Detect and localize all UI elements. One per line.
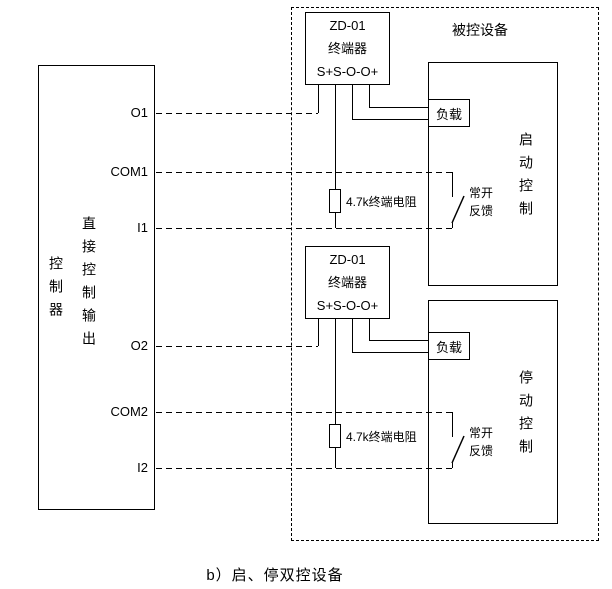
wire-o1: [156, 113, 318, 114]
feedback1-label-line2: 反馈: [469, 204, 494, 218]
wire-i1: [156, 228, 452, 229]
resistor-symbol-1: [329, 189, 341, 213]
controller-box: [38, 65, 155, 510]
terminal-label-o2: O2: [130, 338, 148, 353]
wire-sm1-lower: [335, 213, 336, 228]
wire-i2: [156, 468, 452, 469]
wire-load2-lower: [352, 352, 428, 353]
feedback1-label-line1: 常开: [469, 186, 494, 200]
wire-om2: [352, 319, 353, 352]
no-contact-blade-1: [451, 195, 465, 224]
no-contact-blade-2: [451, 435, 465, 464]
wire-sp1: [318, 85, 319, 113]
wire-load2-upper: [369, 340, 428, 341]
wire-com1: [156, 172, 452, 173]
terminal-label-o1: O1: [130, 105, 148, 120]
terminal-label-i1: I1: [137, 220, 148, 235]
terminator1-pins: S+S-O-O+: [316, 64, 379, 79]
terminator2-model: ZD-01: [329, 252, 366, 267]
terminator-box-1: ZD-01 终端器 S+S-O-O+: [305, 12, 390, 85]
direct-control-output-label: 直接控制输出: [81, 216, 97, 354]
terminator-box-2: ZD-01 终端器 S+S-O-O+: [305, 246, 390, 319]
terminal-label-i2: I2: [137, 460, 148, 475]
wire-load1-upper: [369, 107, 428, 108]
start-control-box: [428, 62, 558, 286]
load-box-1: 负载: [428, 99, 470, 127]
start-control-label: 启动控制: [518, 132, 534, 224]
wire-om1: [352, 85, 353, 119]
resistor-symbol-2: [329, 424, 341, 448]
wire-sm2-upper: [335, 319, 336, 424]
figure-caption: b）启、停双控设备: [206, 567, 344, 584]
controlled-device-boundary: [291, 7, 599, 541]
wire-o2: [156, 346, 318, 347]
wire-sm1-upper: [335, 85, 336, 189]
terminator1-model: ZD-01: [329, 18, 366, 33]
resistor1-label: 4.7k终端电阻: [346, 195, 417, 209]
load1-label: 负载: [435, 106, 462, 122]
wire-sp2: [318, 319, 319, 346]
controller-name-label: 控制器: [48, 256, 64, 325]
wire-com2: [156, 412, 452, 413]
switch1-top-stub: [452, 172, 453, 197]
terminal-label-com2: COM2: [110, 404, 148, 419]
terminator2-name: 终端器: [327, 275, 367, 290]
switch2-top-stub: [452, 412, 453, 437]
terminator2-pins: S+S-O-O+: [316, 298, 379, 313]
stop-control-label: 停动控制: [518, 370, 534, 462]
feedback2-label-line2: 反馈: [469, 444, 494, 458]
resistor2-label: 4.7k终端电阻: [346, 430, 417, 444]
wire-sm2-lower: [335, 448, 336, 468]
feedback2-label-line1: 常开: [469, 426, 494, 440]
load-box-2: 负载: [428, 332, 470, 360]
terminal-label-com1: COM1: [110, 164, 148, 179]
terminator1-name: 终端器: [327, 41, 367, 56]
load2-label: 负载: [435, 339, 462, 355]
wire-op1: [369, 85, 370, 107]
controlled-device-label: 被控设备: [452, 22, 508, 38]
wire-load1-lower: [352, 119, 428, 120]
switch2-bottom-stub: [452, 463, 453, 468]
switch1-bottom-stub: [452, 223, 453, 228]
wire-op2: [369, 319, 370, 340]
